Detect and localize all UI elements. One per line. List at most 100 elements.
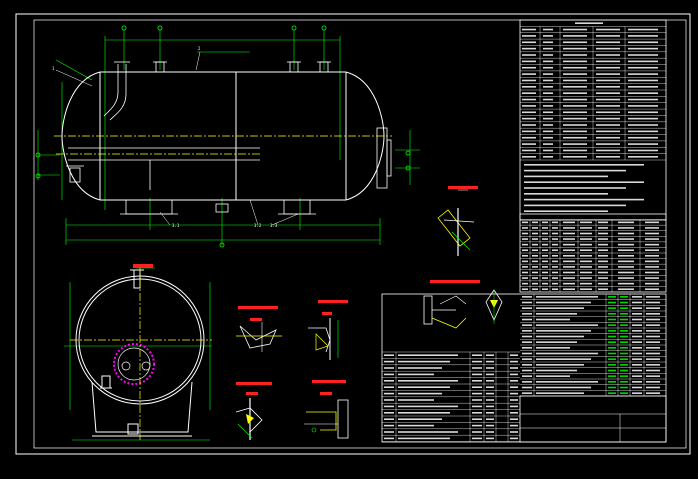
table-cell-text [522, 124, 536, 126]
table-cell-text [608, 318, 616, 321]
table-cell-text [646, 318, 660, 321]
table-cell-text [552, 277, 558, 279]
table-cell-text [628, 41, 658, 44]
table-cell-text [628, 28, 658, 31]
table-cell-text [608, 364, 616, 366]
table-cell-text [552, 260, 558, 263]
table-cell-text [580, 288, 592, 291]
table-cell-text [522, 347, 532, 349]
table-cell-text [645, 260, 659, 263]
table-cell-text [620, 307, 628, 309]
table-cell-text [628, 60, 658, 63]
table-cell-text [620, 335, 628, 338]
table-cell-text [632, 375, 642, 377]
table-cell-text [543, 143, 553, 145]
table-cell-text [608, 307, 616, 309]
table-cell-text [543, 86, 553, 88]
table-cell-text [608, 392, 616, 394]
detail-f [304, 380, 349, 439]
table-cell-text [645, 277, 659, 279]
table-cell-text [563, 124, 587, 126]
table-cell-text [645, 232, 659, 235]
table-cell-text [632, 347, 642, 349]
table-cell-text [596, 130, 620, 133]
side-label-3-3: 3.3 [270, 223, 278, 228]
table-cell-text [542, 271, 548, 274]
table-cell-text [522, 392, 532, 394]
detail-views [235, 186, 503, 440]
table-cell-text [543, 149, 553, 152]
table-cell-text [536, 381, 598, 383]
table-cell-text [384, 367, 394, 369]
table-cell-text [580, 277, 592, 279]
table-cell-text [472, 405, 482, 408]
table-cell-text [532, 249, 538, 252]
table-cell-text [532, 254, 538, 257]
table-cell-text [580, 238, 592, 240]
table-cell-text [575, 22, 603, 24]
table-cell-text [563, 277, 575, 279]
table-cell-text [522, 98, 536, 101]
table-cell-text [542, 282, 548, 285]
table-cell-text [563, 232, 575, 235]
table-cell-text [608, 301, 616, 304]
table-cell-text [580, 282, 592, 285]
table-cell-text [532, 271, 538, 274]
table-cell-text [628, 35, 658, 37]
table-cell-text [628, 47, 658, 50]
table-cell-text [522, 324, 532, 326]
table-cell-text [596, 105, 620, 107]
table-cell-text [543, 105, 553, 107]
table-cell-text [608, 386, 616, 389]
table-cell-text [646, 341, 660, 343]
table-cell-text [486, 412, 494, 414]
table-cell-text [522, 254, 528, 257]
table-cell-text [543, 111, 553, 114]
table-cell-text [632, 296, 642, 298]
vessel-side-view: 1 2 3.1 3.2 3.3 [35, 25, 420, 248]
table-cell-text [620, 364, 628, 366]
table-cell-text [524, 181, 644, 183]
table-cell-text [563, 54, 587, 56]
table-cell-text [543, 117, 553, 120]
table-cell-text [646, 358, 660, 360]
table-cell-text [542, 249, 548, 252]
table-cell-text [510, 360, 518, 363]
table-cell-text [384, 392, 394, 395]
table-cell-text [524, 169, 626, 172]
side-label-3-1: 3.1 [172, 223, 180, 228]
table-cell-text [563, 130, 587, 133]
table-cell-text [645, 238, 659, 240]
table-cell-text [580, 249, 592, 252]
table-cell-text [596, 136, 620, 139]
table-cell-text [543, 136, 553, 139]
table-cell-text [628, 54, 658, 56]
table-cell-text [632, 381, 642, 383]
table-cell-text [596, 92, 620, 94]
table-cell-text [563, 288, 575, 291]
table-cell-text [645, 249, 659, 252]
table-cell-text [486, 373, 494, 376]
table-cell-text [384, 380, 394, 382]
top-nozzles [153, 61, 331, 73]
table-cell-text [552, 282, 558, 285]
table-cell-text [563, 117, 587, 120]
table-cell-text [645, 266, 659, 268]
table-cell-text [522, 386, 532, 389]
table-cell-text [646, 330, 660, 332]
table-cell-text [510, 431, 518, 433]
side-label-3-2: 3.2 [254, 223, 262, 228]
table-cell-text [620, 318, 628, 321]
table-cell-text [645, 254, 659, 257]
inlet-pipe [68, 61, 260, 200]
table-cell-text [632, 364, 642, 366]
table-cell-text [608, 335, 616, 338]
table-cell-text [542, 254, 548, 257]
table-cell-text [620, 386, 628, 389]
table-cell-text [563, 254, 575, 257]
table-cell-text [563, 73, 587, 75]
table-cell-text [472, 354, 482, 356]
table-cell-text [608, 341, 616, 343]
table-cell-text [522, 330, 532, 332]
table-cell-text [524, 193, 608, 195]
